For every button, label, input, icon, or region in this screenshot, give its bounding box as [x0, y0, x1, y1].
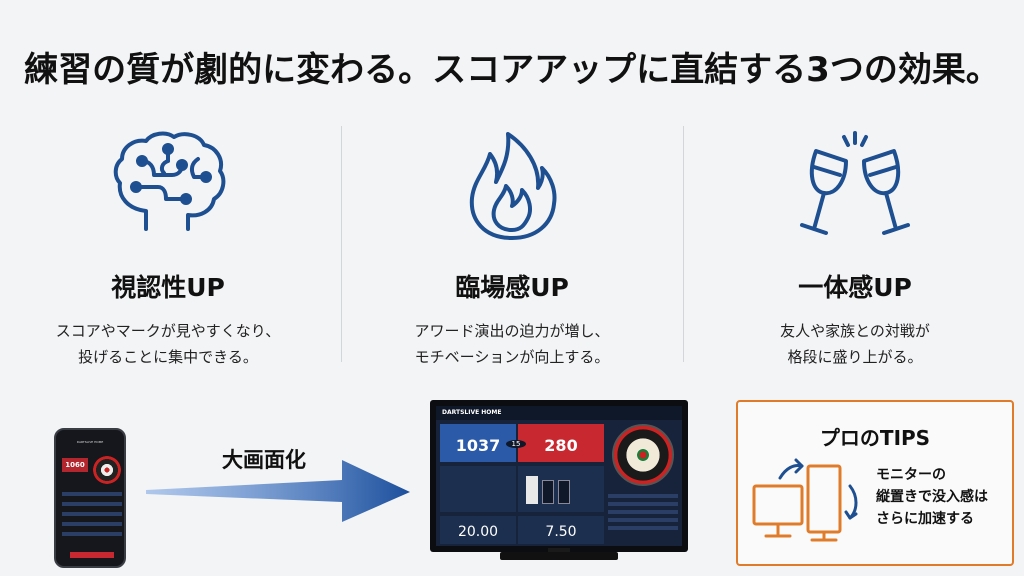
bar-mark [526, 476, 538, 504]
round-badge: 15 [506, 440, 526, 448]
feature-title: 視認性UP [111, 273, 225, 302]
brain-icon [18, 128, 318, 246]
feature-description: 友人や家族との対戦が 格段に盛り上がる。 [705, 318, 1005, 370]
list-row [608, 494, 678, 498]
bar-mark [558, 480, 570, 504]
pro-tips-box: プロのTIPS モニターの 縦置きで没入感は さらに加速する [736, 400, 1014, 566]
bar-mark [542, 480, 554, 504]
list-row [608, 502, 678, 506]
desc-line: スコアやマークが見やすくなり、 [55, 322, 281, 340]
player2-score: 280 [544, 436, 578, 455]
tv-screen: DARTSLIVE HOME 1037 280 15 20.00 7.50 [436, 406, 682, 546]
tips-line: 縦置きで没入感は [876, 489, 988, 505]
phone-row [62, 492, 122, 496]
avg-panel-right [518, 516, 604, 544]
tv-stand [500, 552, 618, 560]
tips-line: さらに加速する [876, 511, 974, 527]
feature-presence: 臨場感UP アワード演出の迫力が増し、 モチベーションが向上する。 [362, 128, 662, 370]
tv-neck [548, 548, 570, 554]
list-row [608, 510, 678, 514]
desc-line: モチベーションが向上する。 [414, 348, 610, 366]
phone-row [62, 512, 122, 516]
phone-button [70, 552, 114, 558]
enlarge-label: 大画面化 [222, 448, 306, 472]
tips-text: モニターの 縦置きで没入感は さらに加速する [876, 464, 988, 530]
desc-line: 格段に盛り上がる。 [787, 348, 923, 366]
arrow-right-icon [146, 460, 410, 522]
player1-panel [440, 424, 516, 462]
tips-line: モニターの [876, 467, 946, 483]
champagne-toast-icon [705, 128, 1005, 246]
phone-row [62, 502, 122, 506]
phone-row [62, 532, 122, 536]
tv-brand: DARTSLIVE HOME [442, 409, 502, 416]
feature-visibility: 視認性UP スコアやマークが見やすくなり、 投げることに集中できる。 [18, 128, 318, 370]
stats-panel-left [440, 466, 516, 512]
feature-title: 一体感UP [798, 273, 912, 302]
avg-panel-left [440, 516, 516, 544]
stat-left: 20.00 [457, 524, 499, 540]
monitor-rotate-icon [752, 458, 858, 542]
smartphone-image: DARTSLIVE HOME 1060 [54, 428, 126, 568]
tv-monitor-image: DARTSLIVE HOME 1037 280 15 20.00 7.50 [430, 400, 688, 552]
stat-right: 7.50 [545, 524, 577, 540]
feature-togetherness: 一体感UP 友人や家族との対戦が 格段に盛り上がる。 [705, 128, 1005, 370]
feature-title: 臨場感UP [455, 273, 569, 302]
list-row [608, 526, 678, 530]
phone-row [62, 522, 122, 526]
dartboard-icon [612, 424, 674, 486]
page-title: 練習の質が劇的に変わる。スコアアップに直結する3つの効果。 [24, 50, 1000, 90]
desc-line: アワード演出の迫力が増し、 [414, 322, 610, 340]
phone-dartboard-icon [93, 456, 121, 484]
flame-icon [362, 128, 662, 246]
desc-line: 投げることに集中できる。 [78, 348, 258, 366]
list-row [608, 518, 678, 522]
player2-panel [518, 424, 604, 462]
phone-app-title: DARTSLIVE HOME [76, 440, 104, 444]
tips-title: プロのTIPS [819, 426, 931, 450]
desc-line: 友人や家族との対戦が [780, 322, 930, 340]
phone-score: 1060 [62, 458, 88, 472]
divider [341, 126, 342, 362]
divider [683, 126, 684, 362]
feature-description: アワード演出の迫力が増し、 モチベーションが向上する。 [362, 318, 662, 370]
tv-topbar [436, 406, 682, 420]
player1-score: 1037 [455, 436, 501, 455]
feature-description: スコアやマークが見やすくなり、 投げることに集中できる。 [18, 318, 318, 370]
